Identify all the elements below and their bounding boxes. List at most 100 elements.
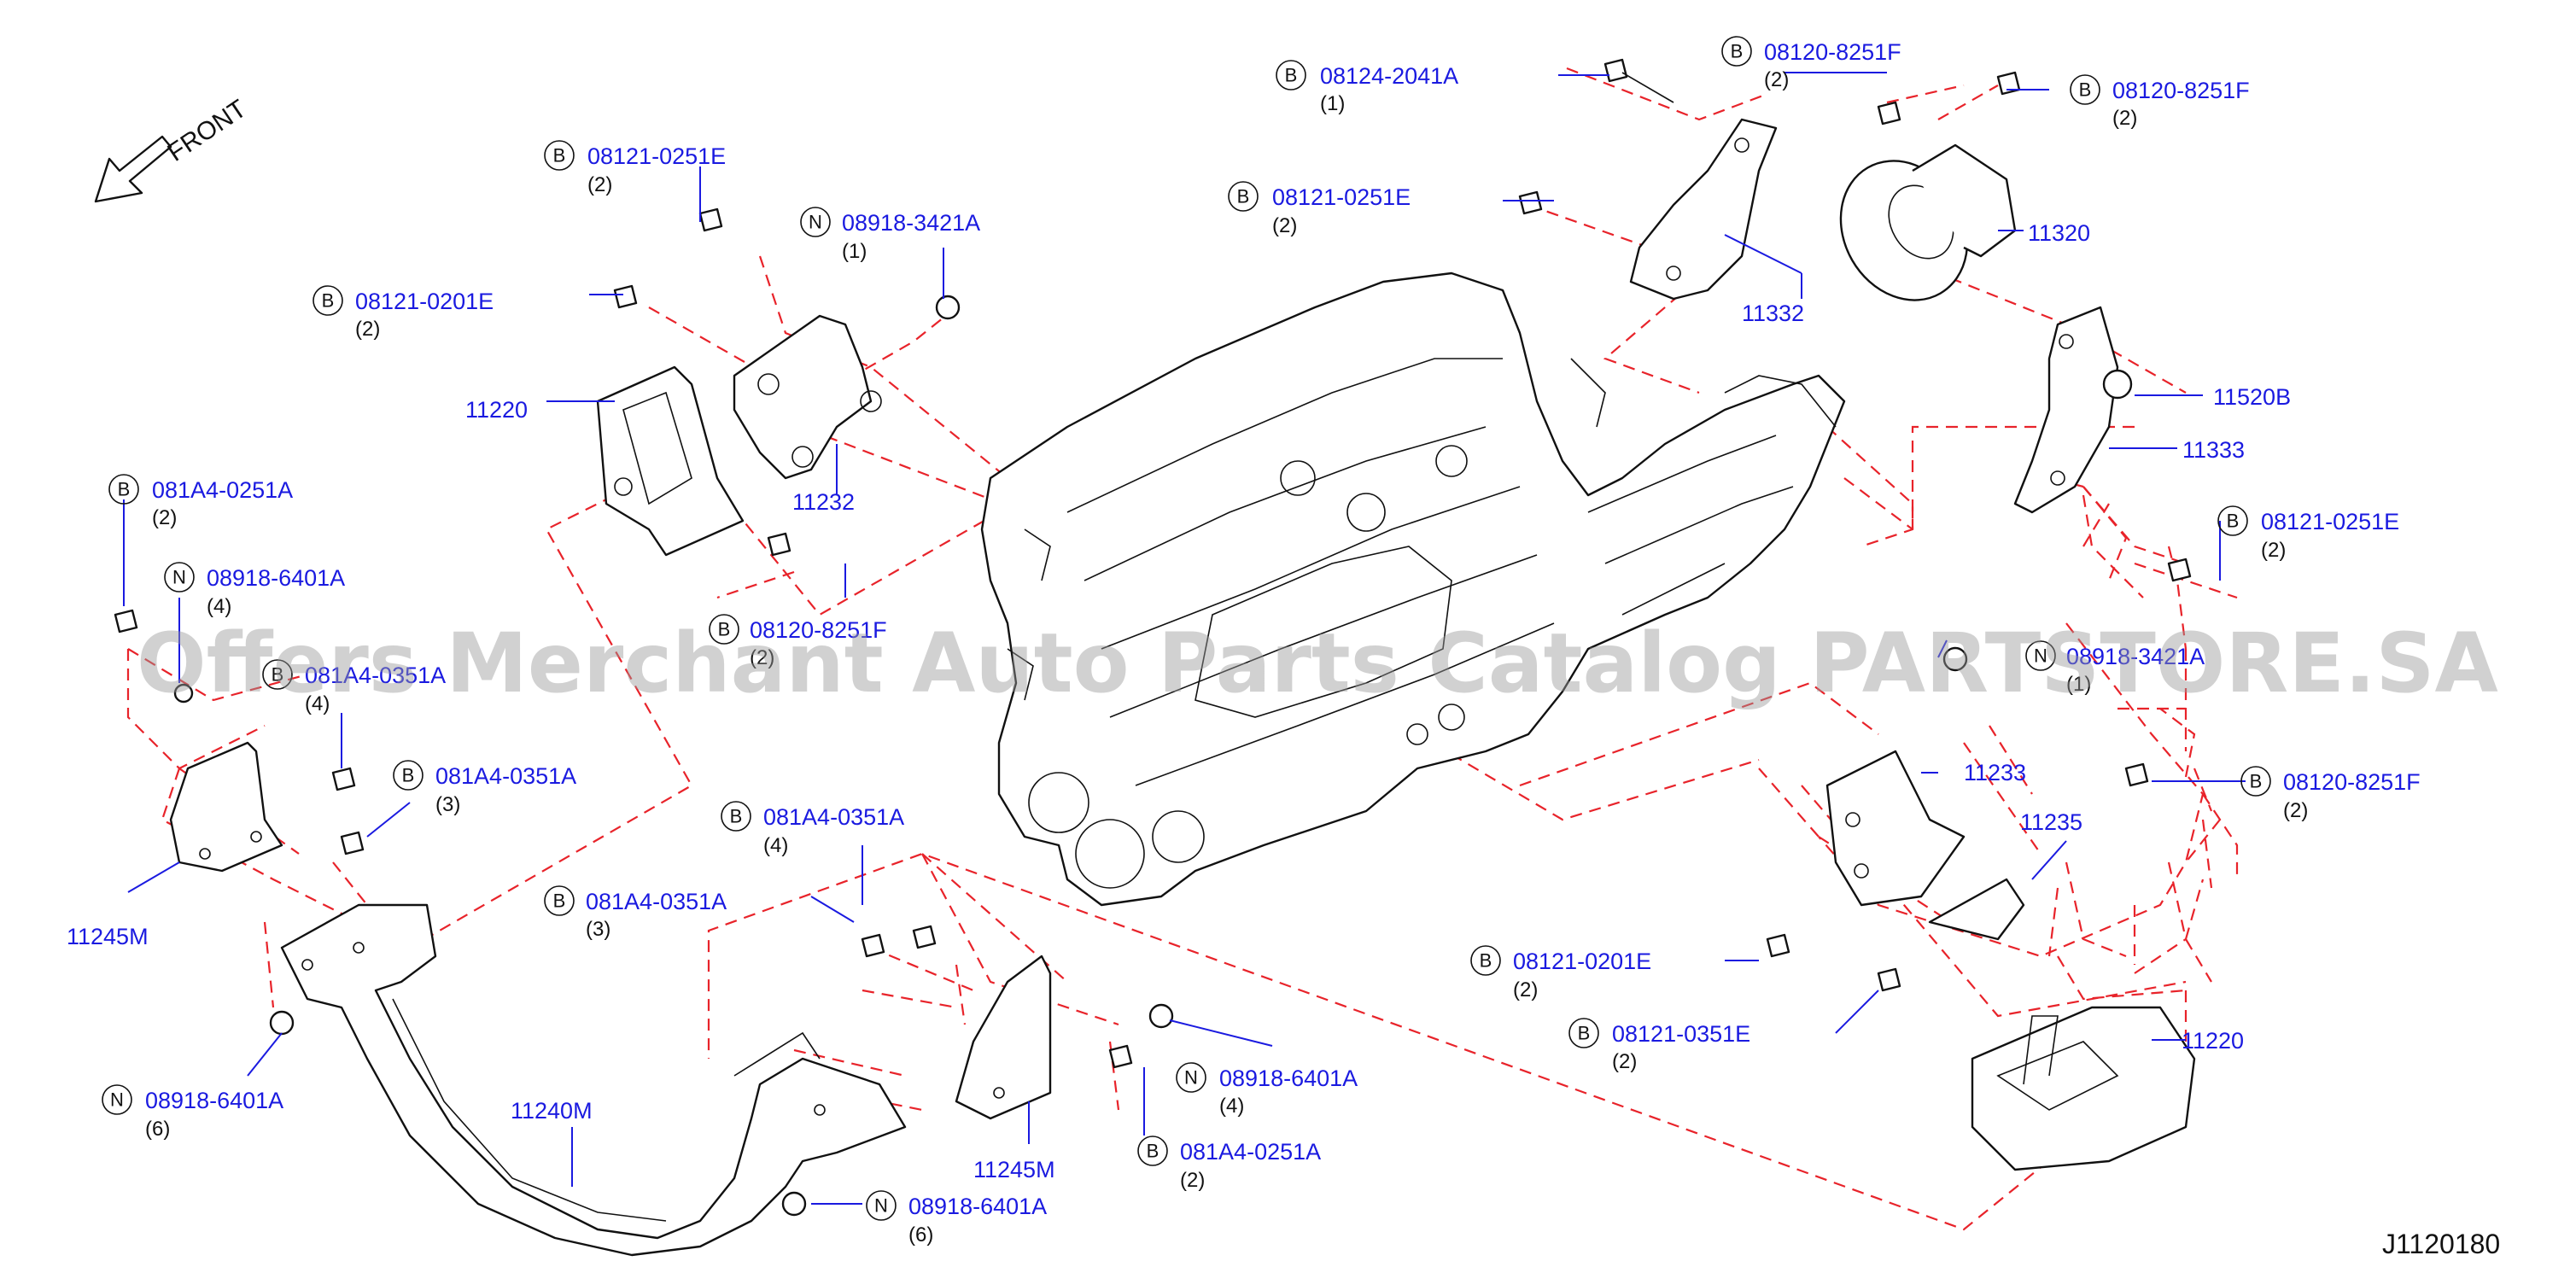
callout-11332[interactable]: 11332 bbox=[1742, 301, 1804, 326]
front-label: FRONT bbox=[162, 95, 251, 167]
engine-assembly bbox=[980, 272, 1846, 907]
svg-text:B: B bbox=[553, 145, 566, 166]
svg-text:(2): (2) bbox=[1272, 214, 1297, 237]
svg-text:08121-0351E: 08121-0351E bbox=[1612, 1021, 1750, 1047]
callout-081A4-0251A-a[interactable]: B 081A4-0251A (2) bbox=[108, 474, 293, 529]
callout-08121-0251E-c[interactable]: B 08121-0251E (2) bbox=[2217, 505, 2399, 562]
svg-text:11245M: 11245M bbox=[67, 924, 149, 949]
callout-08918-6401A-a[interactable]: N 08918-6401A (4) bbox=[164, 562, 345, 618]
svg-text:08121-0251E: 08121-0251E bbox=[2261, 509, 2399, 534]
svg-text:B: B bbox=[118, 479, 131, 500]
svg-text:(2): (2) bbox=[152, 506, 177, 529]
callout-08121-0201E-a[interactable]: B 08121-0201E (2) bbox=[313, 285, 494, 341]
callout-081A4-0351A-b[interactable]: B 081A4-0351A (3) bbox=[393, 760, 576, 816]
svg-text:(2): (2) bbox=[2283, 799, 2308, 822]
callout-11233[interactable]: 11233 bbox=[1964, 760, 2026, 785]
callout-11232[interactable]: 11232 bbox=[792, 489, 855, 515]
callout-08121-0251E-b[interactable]: B 08121-0251E (2) bbox=[544, 140, 726, 196]
callout-labels: B 08124-2041A (1) B 08120-8251F (2) B 08… bbox=[67, 36, 2421, 1247]
bracket-11332 bbox=[1629, 118, 1778, 301]
engine-mount-bracket-11232 bbox=[733, 314, 882, 480]
callout-08918-3421A-a[interactable]: N 08918-3421A (1) bbox=[800, 207, 980, 263]
svg-text:(2): (2) bbox=[750, 646, 774, 669]
svg-text:11235: 11235 bbox=[2020, 809, 2082, 835]
callout-11245M-center[interactable]: 11245M bbox=[973, 1157, 1055, 1182]
bracket-11245M-left bbox=[169, 741, 283, 873]
callout-08918-3421A-b[interactable]: N 08918-3421A (1) bbox=[2025, 640, 2205, 696]
svg-text:(4): (4) bbox=[305, 692, 330, 715]
svg-text:(4): (4) bbox=[763, 834, 788, 857]
callout-11235[interactable]: 11235 bbox=[2020, 809, 2082, 835]
callout-08918-6401A-d[interactable]: N 08918-6401A (6) bbox=[866, 1190, 1047, 1247]
callout-08120-8251F-d[interactable]: B 08120-8251F (2) bbox=[2240, 766, 2421, 822]
svg-text:B: B bbox=[553, 890, 566, 912]
svg-text:(1): (1) bbox=[2066, 673, 2091, 696]
svg-text:(2): (2) bbox=[2112, 107, 2137, 130]
svg-text:B: B bbox=[2227, 511, 2240, 532]
svg-text:B: B bbox=[1480, 950, 1492, 972]
callout-08918-6401A-c[interactable]: N 08918-6401A (6) bbox=[102, 1084, 283, 1141]
watermark: Offers Merchant Auto Parts Catalog PARTS… bbox=[137, 616, 2498, 711]
svg-text:11220: 11220 bbox=[465, 397, 528, 423]
svg-text:B: B bbox=[730, 806, 743, 827]
svg-text:B: B bbox=[402, 765, 415, 786]
svg-text:B: B bbox=[1731, 41, 1744, 62]
svg-text:08120-8251F: 08120-8251F bbox=[2112, 78, 2250, 103]
bracket-11233 bbox=[1825, 750, 1966, 907]
callout-11520B[interactable]: 11520B bbox=[2213, 384, 2291, 410]
svg-text:081A4-0351A: 081A4-0351A bbox=[435, 763, 576, 789]
svg-text:11520B: 11520B bbox=[2213, 384, 2291, 410]
svg-text:B: B bbox=[272, 664, 284, 686]
svg-text:11245M: 11245M bbox=[973, 1157, 1055, 1182]
svg-text:11240M: 11240M bbox=[511, 1098, 593, 1124]
svg-text:(2): (2) bbox=[587, 173, 612, 196]
svg-text:11333: 11333 bbox=[2182, 437, 2245, 463]
svg-text:08120-8251F: 08120-8251F bbox=[750, 617, 887, 643]
svg-text:(2): (2) bbox=[2261, 539, 2286, 562]
svg-text:N: N bbox=[172, 567, 186, 588]
engine-mount-right-11220 bbox=[1971, 1006, 2196, 1171]
svg-text:B: B bbox=[1147, 1141, 1159, 1162]
callout-081A4-0351A-d[interactable]: B 081A4-0351A (3) bbox=[544, 885, 727, 941]
bracket-11245M-center bbox=[955, 955, 1052, 1120]
svg-text:(2): (2) bbox=[1513, 978, 1538, 1001]
svg-text:N: N bbox=[2034, 645, 2047, 667]
callout-11245M-left[interactable]: 11245M bbox=[67, 924, 149, 949]
callout-08120-8251F-c[interactable]: B 08120-8251F (2) bbox=[709, 614, 887, 669]
svg-text:(1): (1) bbox=[1320, 92, 1345, 115]
svg-text:08124-2041A: 08124-2041A bbox=[1320, 63, 1458, 89]
callout-08124-2041A[interactable]: B 08124-2041A (1) bbox=[1276, 60, 1458, 115]
callout-08918-6401A-b[interactable]: N 08918-6401A (4) bbox=[1176, 1062, 1358, 1118]
svg-text:08120-8251F: 08120-8251F bbox=[2283, 769, 2421, 795]
svg-text:081A4-0251A: 081A4-0251A bbox=[1180, 1139, 1321, 1165]
callout-08121-0251E-a[interactable]: B 08121-0251E (2) bbox=[1228, 181, 1411, 237]
svg-text:11220: 11220 bbox=[2182, 1028, 2244, 1054]
svg-text:(3): (3) bbox=[435, 793, 460, 816]
svg-text:08918-3421A: 08918-3421A bbox=[842, 210, 980, 236]
callout-11333[interactable]: 11333 bbox=[2182, 437, 2245, 463]
callout-08120-8251F-b[interactable]: B 08120-8251F (2) bbox=[2070, 74, 2250, 130]
callout-11320[interactable]: 11320 bbox=[2028, 220, 2090, 246]
svg-text:(6): (6) bbox=[908, 1223, 933, 1247]
crossmember-11240M bbox=[280, 903, 907, 1257]
svg-text:(3): (3) bbox=[586, 918, 610, 941]
callout-08121-0351E[interactable]: B 08121-0351E (2) bbox=[1568, 1018, 1750, 1073]
svg-text:08918-3421A: 08918-3421A bbox=[2066, 644, 2205, 669]
callout-11240M[interactable]: 11240M bbox=[511, 1098, 593, 1124]
svg-text:08121-0201E: 08121-0201E bbox=[1513, 949, 1651, 974]
svg-text:08121-0251E: 08121-0251E bbox=[1272, 184, 1411, 210]
bracket-11333 bbox=[2013, 306, 2119, 514]
rear-mount-11320 bbox=[1839, 143, 2017, 301]
callout-11220-left[interactable]: 11220 bbox=[465, 397, 528, 423]
callout-11220-right[interactable]: 11220 bbox=[2182, 1028, 2244, 1054]
svg-text:N: N bbox=[110, 1089, 124, 1111]
svg-text:08121-0201E: 08121-0201E bbox=[355, 289, 494, 314]
callout-081A4-0351A-c[interactable]: B 081A4-0351A (4) bbox=[721, 801, 904, 857]
callouts bbox=[123, 72, 2246, 1205]
callout-08120-8251F-a[interactable]: B 08120-8251F (2) bbox=[1721, 36, 1901, 91]
callout-081A4-0351A-a[interactable]: B 081A4-0351A (4) bbox=[262, 659, 446, 715]
svg-text:08918-6401A: 08918-6401A bbox=[145, 1088, 283, 1113]
callout-081A4-0251A-b[interactable]: B 081A4-0251A (2) bbox=[1137, 1136, 1321, 1192]
svg-text:08120-8251F: 08120-8251F bbox=[1764, 39, 1901, 65]
callout-08121-0201E-b[interactable]: B 08121-0201E (2) bbox=[1470, 945, 1651, 1001]
